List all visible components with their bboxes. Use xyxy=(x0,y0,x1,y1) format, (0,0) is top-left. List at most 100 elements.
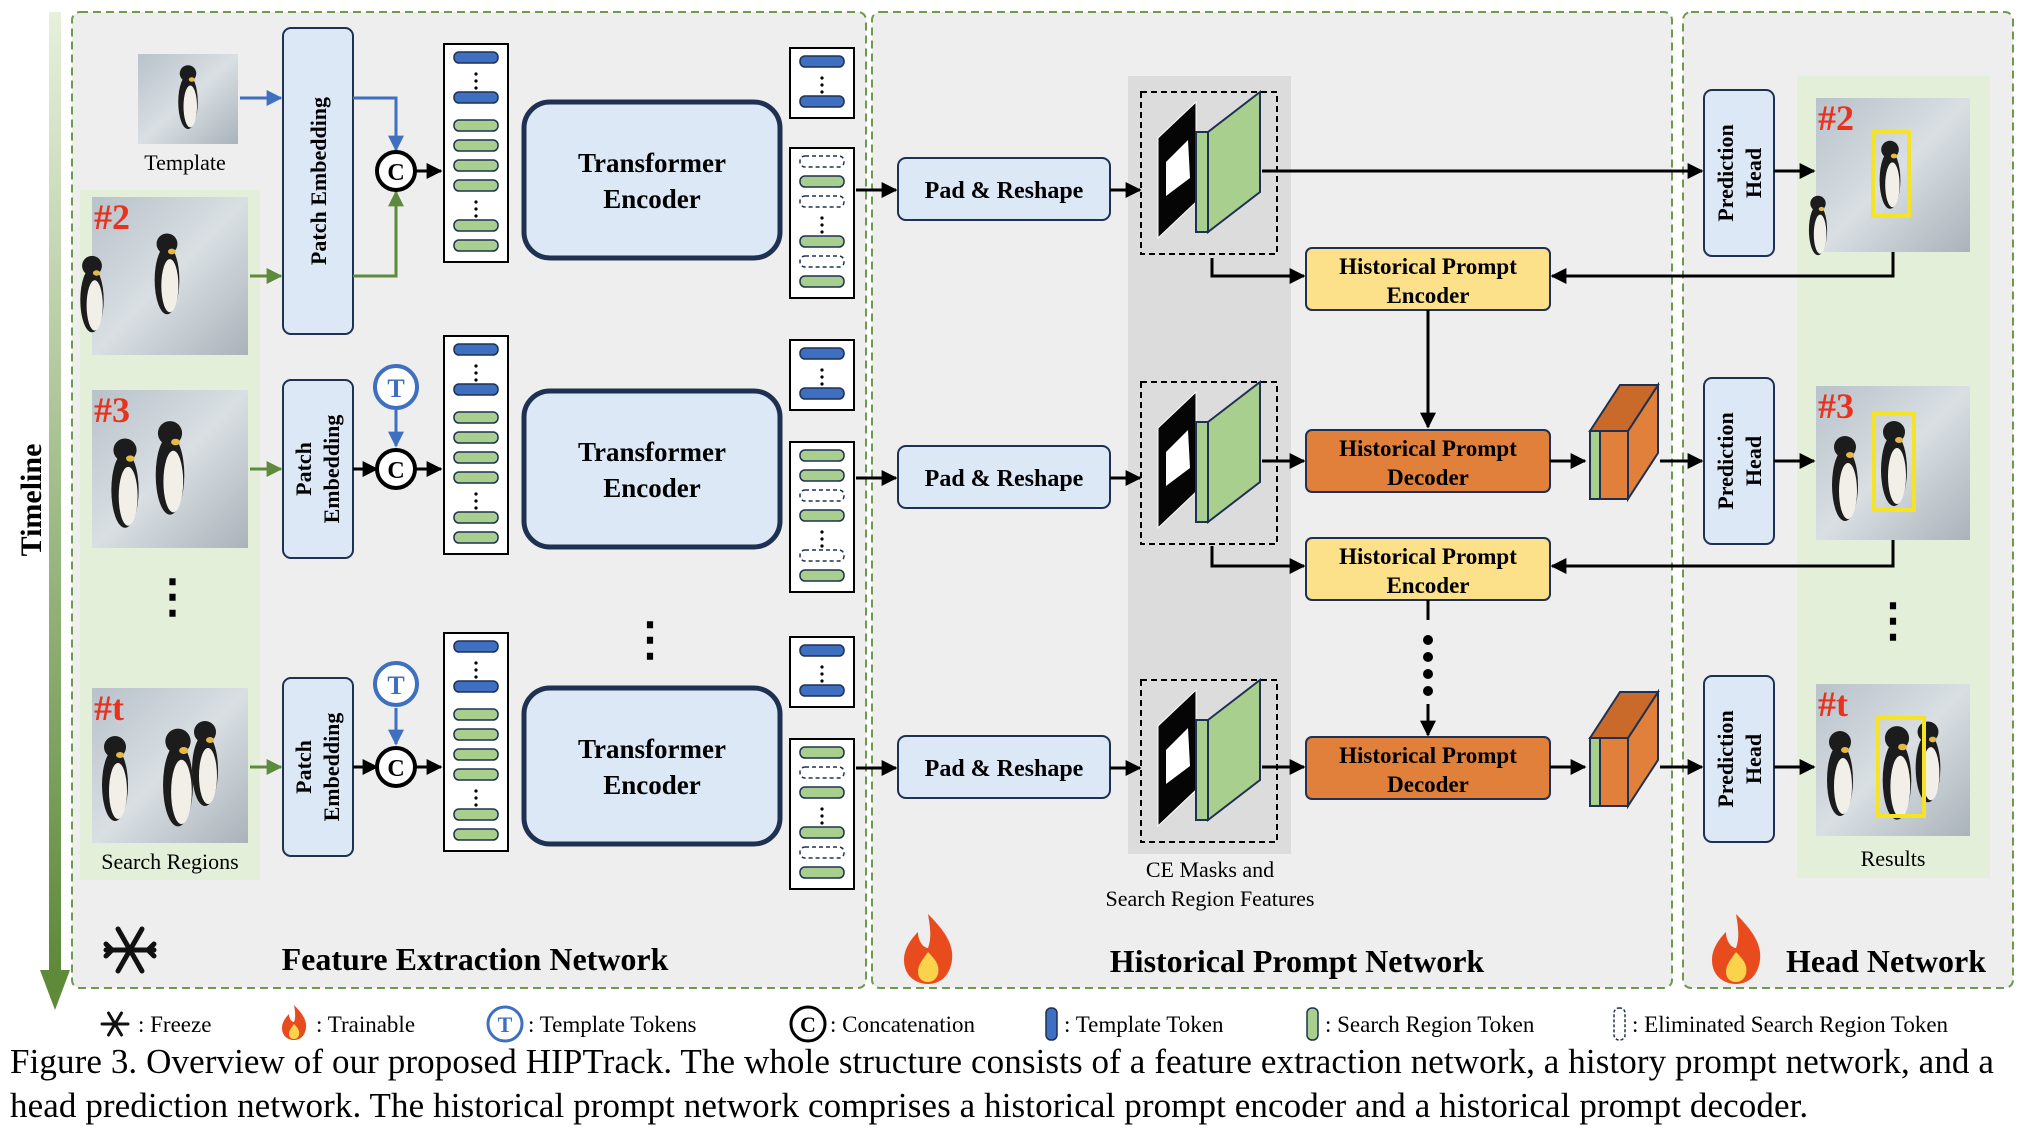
snowflake-icon xyxy=(103,926,157,974)
legend-concatenation: : Concatenation xyxy=(830,1012,975,1037)
ce-mask-blob xyxy=(1166,728,1190,784)
ellipsis-dot xyxy=(474,79,478,83)
patch-embedding-label-2b: Embedding xyxy=(319,415,344,524)
legend-eliminated-token: : Eliminated Search Region Token xyxy=(1632,1012,1949,1037)
hp-encoder-label-1a: Historical Prompt xyxy=(1339,254,1517,279)
pad-reshape-label-2: Pad & Reshape xyxy=(925,466,1084,492)
svg-text:T: T xyxy=(387,374,404,403)
transformer-encoder-label-2b: Encoder xyxy=(603,473,701,503)
search-region-token xyxy=(799,449,845,462)
template-token xyxy=(453,383,499,396)
search-image-t xyxy=(92,688,248,843)
token-column xyxy=(789,441,855,593)
timeline-label: Timeline xyxy=(15,444,48,557)
patch-embedding-label-3a: Patch xyxy=(291,740,316,794)
template-token xyxy=(799,95,845,108)
template-token xyxy=(799,684,845,697)
hp-decoder-label-1a: Historical Prompt xyxy=(1339,436,1517,461)
ce-mask-group xyxy=(1140,89,1278,255)
historical-prompt-title: Historical Prompt Network xyxy=(1110,943,1485,979)
prediction-head-label-3b: Head xyxy=(1741,734,1766,784)
concatenation-icon: C xyxy=(789,1005,827,1043)
template-token xyxy=(453,343,499,356)
ellipsis-dot xyxy=(820,375,824,379)
ellipsis-dot xyxy=(820,821,824,825)
token-column-frame xyxy=(789,738,855,890)
template-token xyxy=(453,91,499,104)
search-region-feature-front xyxy=(1195,421,1209,523)
patch-embedding-label-1: Patch Embedding xyxy=(306,97,331,265)
template-token xyxy=(453,51,499,64)
ellipsis-dot xyxy=(474,499,478,503)
ellipsis-dot xyxy=(820,230,824,234)
prediction-head-label-1a: Prediction xyxy=(1713,124,1738,221)
head-network-title: Head Network xyxy=(1786,943,1986,979)
eliminated-token xyxy=(799,195,845,208)
ellipsis-dot xyxy=(820,83,824,87)
ellipsis-dot xyxy=(820,90,824,94)
legend-template-token: : Template Token xyxy=(1064,1012,1224,1037)
prediction-head-label-2a: Prediction xyxy=(1713,412,1738,509)
ce-mask-frame xyxy=(1140,679,1278,843)
search-region-token xyxy=(453,828,499,841)
template-token xyxy=(799,644,845,657)
template-tokens-node-2: T xyxy=(373,364,419,410)
ellipsis-dot xyxy=(820,76,824,80)
template-label: Template xyxy=(144,150,226,175)
flame-icon xyxy=(282,1005,307,1040)
ellipsis-dot xyxy=(474,803,478,807)
patch-embedding-block-1 xyxy=(282,27,354,335)
ellipsis-dot xyxy=(474,668,478,672)
search-region-token xyxy=(799,866,845,879)
result-image-3 xyxy=(1816,386,1970,540)
ellipsis-dot xyxy=(820,537,824,541)
search-region-token xyxy=(453,768,499,781)
pad-reshape-label-1: Pad & Reshape xyxy=(925,178,1084,204)
legend-trainable: : Trainable xyxy=(316,1012,415,1037)
template-token xyxy=(799,55,845,68)
token-column xyxy=(789,339,855,411)
search-image-2 xyxy=(80,197,248,355)
result-image-2 xyxy=(1808,98,1970,256)
eliminated-token xyxy=(799,489,845,502)
concat-node-1: C xyxy=(375,150,417,192)
template-token xyxy=(453,680,499,693)
template-token xyxy=(799,387,845,400)
transformer-encoder-label-3a: Transformer xyxy=(578,734,726,764)
search-region-token xyxy=(453,748,499,761)
decoded-feature-cube xyxy=(1588,688,1660,810)
search-region-token xyxy=(453,179,499,192)
ellipsis-dot xyxy=(474,675,478,679)
prediction-head-3 xyxy=(1703,675,1775,843)
eliminated-token-icon xyxy=(1613,1007,1626,1041)
search-region-feature-front xyxy=(1195,719,1209,821)
prediction-head-label-2b: Head xyxy=(1741,436,1766,486)
svg-text:T: T xyxy=(387,671,404,700)
token-column-frame xyxy=(789,147,855,299)
ellipsis-dot xyxy=(474,72,478,76)
decoded-feature-cube xyxy=(1588,381,1660,503)
ce-mask-blob xyxy=(1166,430,1190,486)
svg-text:C: C xyxy=(387,160,404,186)
ellipsis-dot xyxy=(474,371,478,375)
search-region-token xyxy=(453,531,499,544)
ellipsis-dot xyxy=(820,807,824,811)
search-region-token xyxy=(799,746,845,759)
svg-text:C: C xyxy=(800,1012,816,1037)
cube-orange-slice xyxy=(1599,430,1629,500)
template-tokens-node-3: T xyxy=(373,661,419,707)
transformer-encoder-2 xyxy=(521,388,783,550)
search-region-token xyxy=(453,451,499,464)
prediction-head-1 xyxy=(1703,89,1775,257)
ellipsis-dot xyxy=(474,789,478,793)
hp-ellipsis xyxy=(1423,635,1433,696)
ellipsis-dot xyxy=(474,796,478,800)
token-column xyxy=(443,43,509,263)
hp-decoder-label-2a: Historical Prompt xyxy=(1339,743,1517,768)
legend-search-region-token: : Search Region Token xyxy=(1325,1012,1535,1037)
legend-freeze: : Freeze xyxy=(138,1012,211,1037)
cube-orange-slice xyxy=(1599,737,1629,807)
eliminated-token xyxy=(799,255,845,268)
result-number-2: #2 xyxy=(1818,98,1854,138)
token-column xyxy=(789,47,855,119)
